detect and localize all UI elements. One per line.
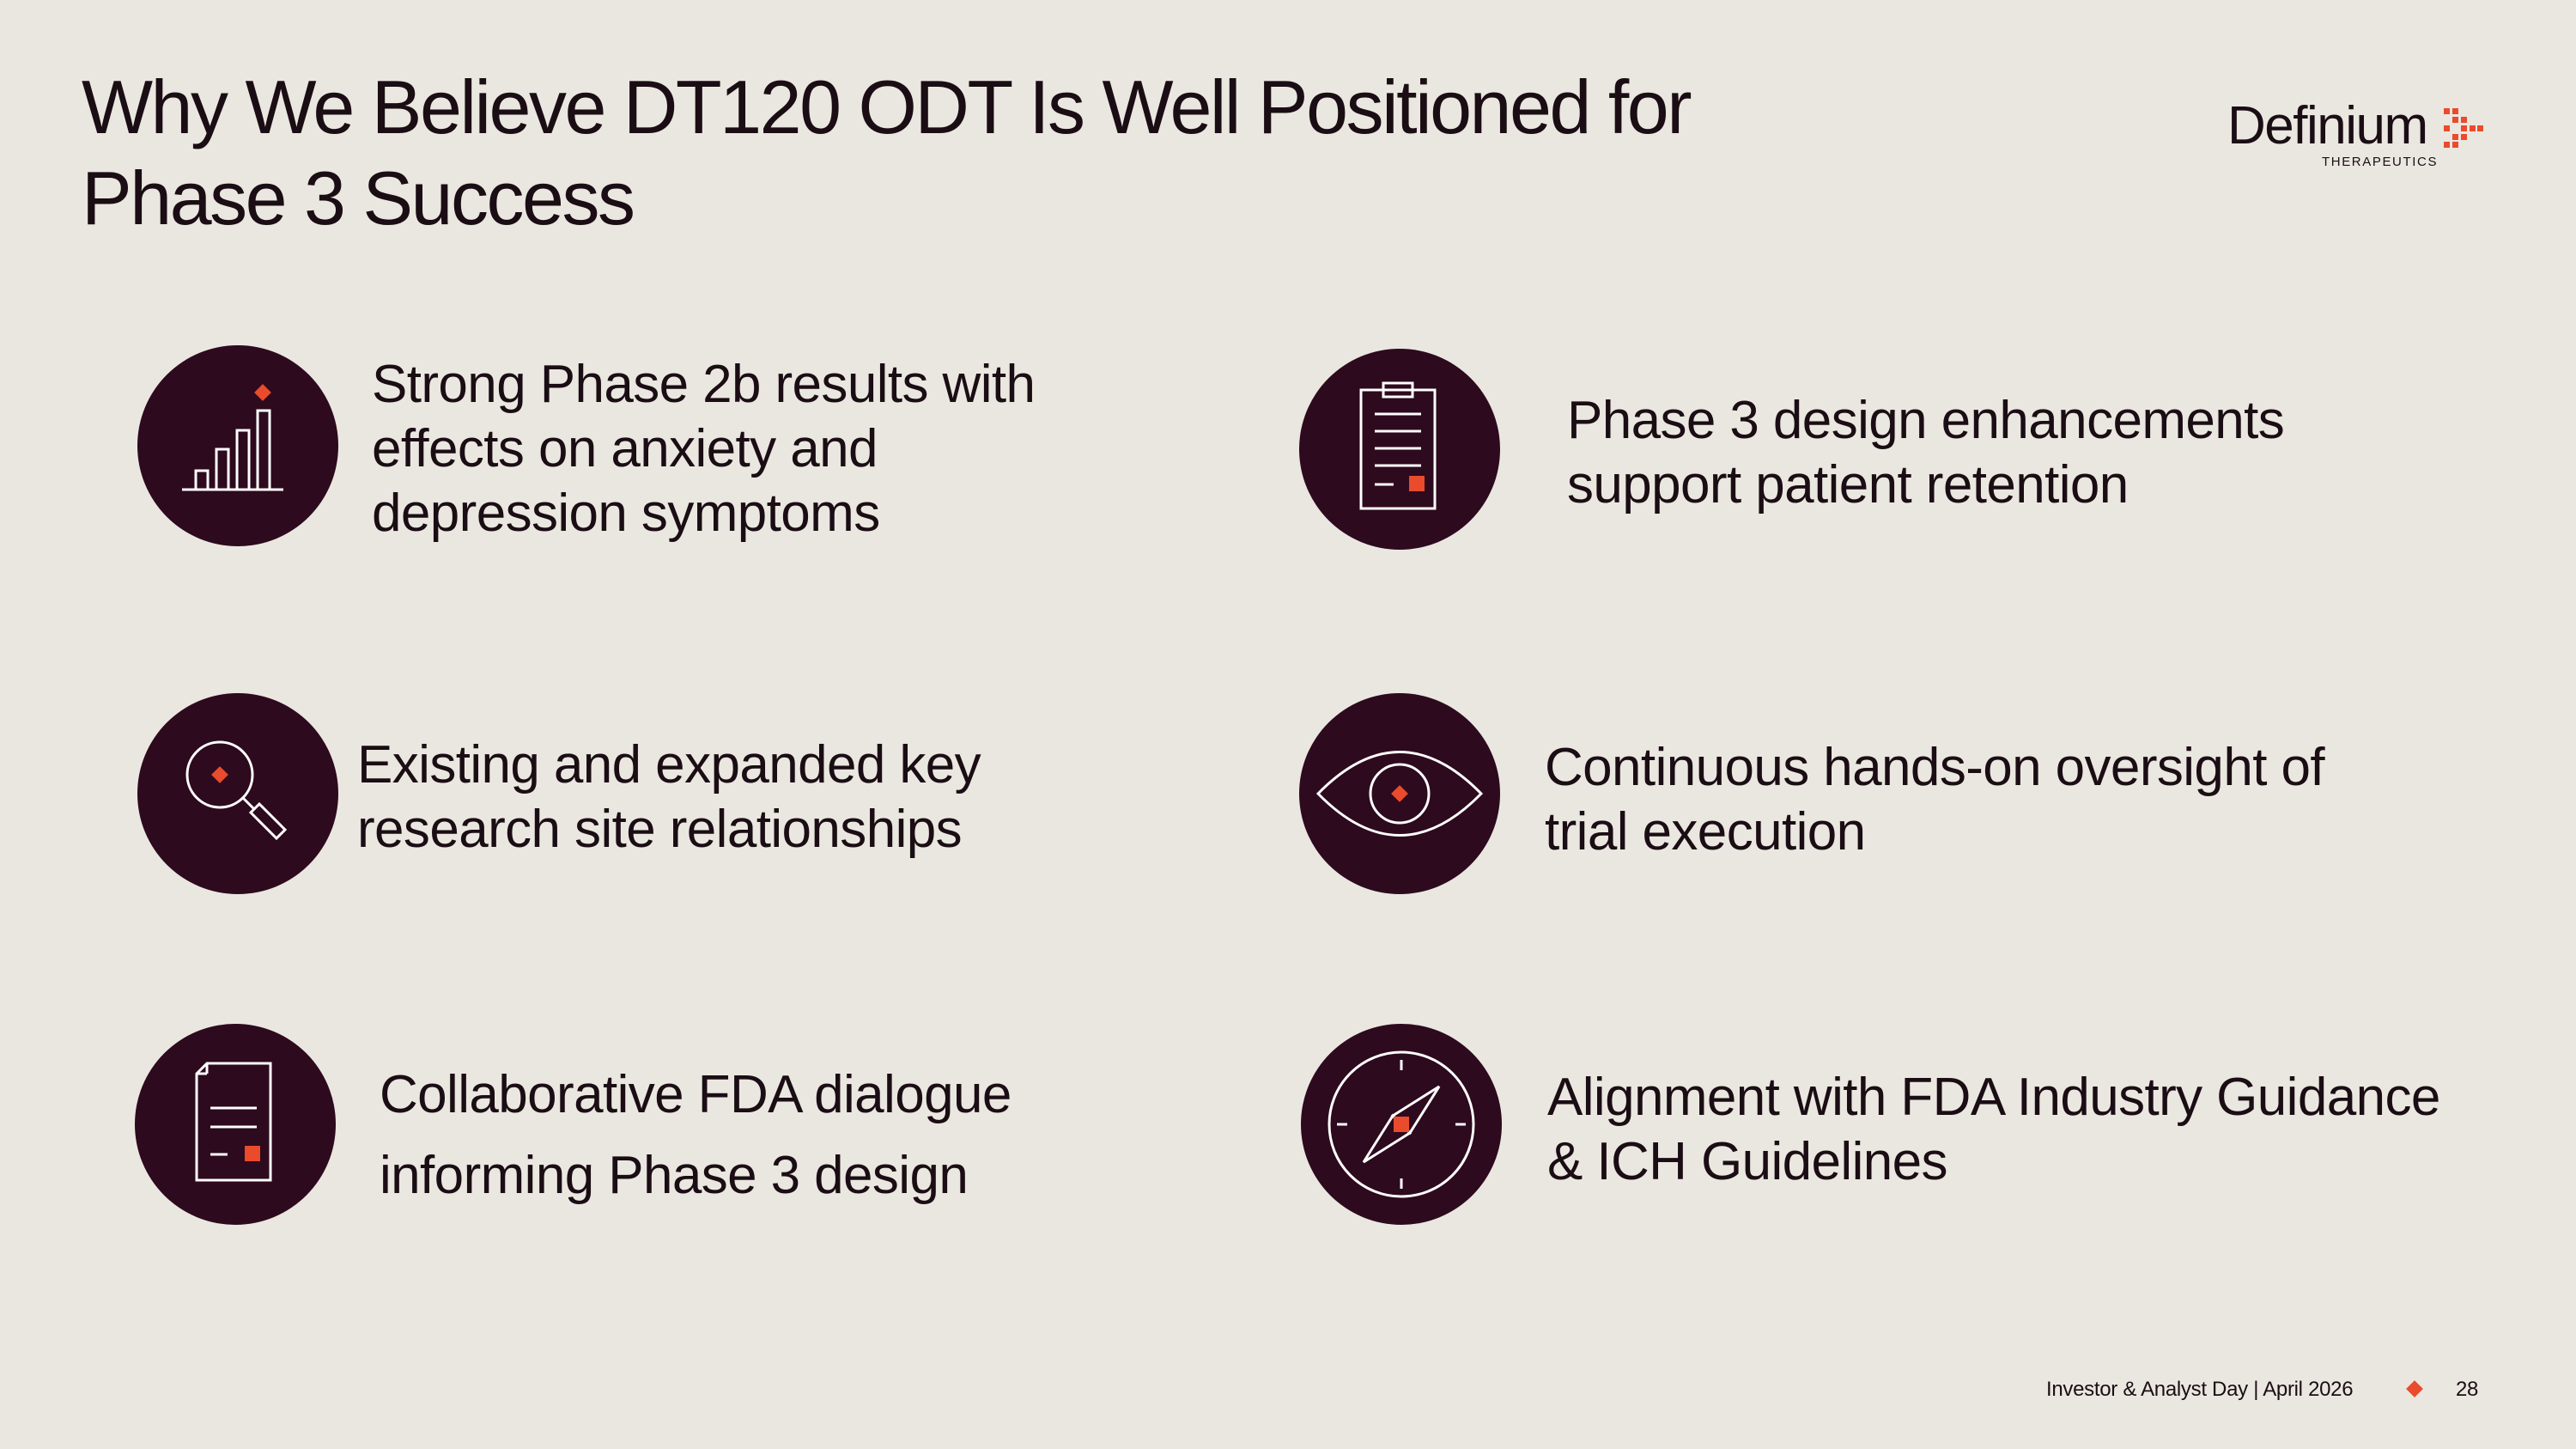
logo-subtitle: THERAPEUTICS	[2322, 155, 2439, 169]
footer-event: Investor & Analyst Day | April 2026	[2046, 1378, 2354, 1401]
clipboard-icon	[1299, 349, 1500, 550]
magnifier-icon	[137, 693, 338, 894]
document-icon	[135, 1024, 336, 1225]
point-text-4: Continuous hands-on oversight of trial e…	[1545, 738, 2325, 861]
slide-title: Why We Believe DT120 ODT Is Well Positio…	[82, 62, 1799, 244]
point-text-5: Collaborative FDA dialogue informing Pha…	[380, 1065, 1012, 1205]
point-text-1: Strong Phase 2b results with effects on …	[372, 355, 1036, 543]
point-text-6: Alignment with FDA Industry Guidance & I…	[1547, 1068, 2440, 1191]
point-text-2: Phase 3 design enhancements support pati…	[1567, 391, 2285, 514]
company-logo: Definium THERAPEUTICS	[2227, 96, 2485, 174]
eye-icon	[1299, 693, 1500, 894]
logo-dots-icon	[2444, 108, 2483, 148]
logo-wordmark: Definium	[2227, 96, 2428, 155]
page-number: 28	[2456, 1378, 2479, 1401]
title-line-1: Why We Believe DT120 ODT Is Well Positio…	[82, 64, 1692, 149]
compass-icon	[1301, 1024, 1502, 1225]
point-text-3: Existing and expanded key research site …	[357, 735, 981, 859]
title-line-2: Phase 3 Success	[82, 155, 635, 240]
footer-diamond-icon	[2406, 1380, 2423, 1397]
bar-chart-icon	[137, 345, 338, 546]
